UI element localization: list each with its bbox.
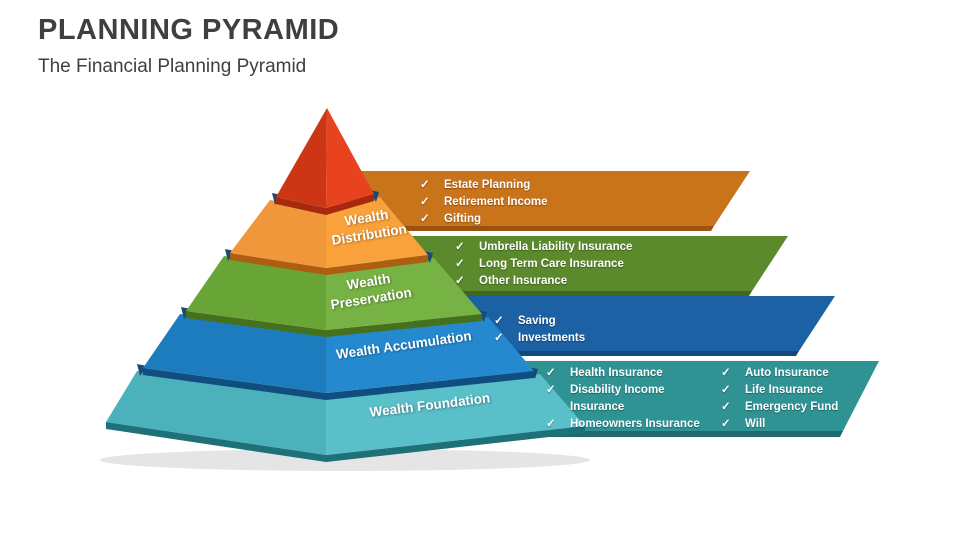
check-icon: ✓ [546, 367, 556, 379]
check-icon: ✓ [420, 213, 430, 225]
list-item: ✓ Disability Income Insurance [546, 382, 720, 416]
list-item: ✓ Retirement Income [420, 194, 548, 211]
level-preservation-bottom-bevel [186, 311, 482, 337]
check-icon: ✓ [721, 367, 731, 379]
level-foundation-front-face [326, 374, 585, 455]
list-item-label: Auto Insurance [745, 367, 829, 379]
list-item-label: Long Term Care Insurance [479, 258, 624, 270]
list-item-label: Estate Planning [444, 179, 531, 191]
list-item-label: Umbrella Liability Insurance [479, 241, 633, 253]
list-item: ✓ Will [721, 416, 838, 433]
pyramid-level-accumulation [143, 314, 534, 400]
list-item-label: Investments [518, 332, 586, 344]
list-item-label: Life Insurance [745, 384, 823, 396]
check-icon: ✓ [420, 196, 430, 208]
level-accumulation-front-face [326, 317, 534, 393]
list-item: ✓ Estate Planning [420, 177, 548, 194]
level-distribution-bottom-bevel [230, 253, 428, 275]
list-item-label: Homeowners Insurance [570, 418, 700, 430]
list-item: ✓ Other Insurance [455, 273, 632, 290]
check-icon: ✓ [721, 384, 731, 396]
banner-distribution [350, 171, 750, 231]
list-item-label: Saving [518, 315, 556, 327]
list-item-label: Other Insurance [479, 275, 568, 287]
check-icon: ✓ [494, 315, 504, 327]
check-icon: ✓ [721, 418, 731, 430]
banner-list-preservation: ✓ Umbrella Liability Insurance ✓ Long Te… [455, 239, 632, 290]
banner-preservation [385, 236, 788, 296]
banner-accumulation-shape [415, 296, 835, 351]
cap-bottom-bevel [276, 194, 374, 215]
list-item: ✓ Saving [494, 313, 585, 330]
check-icon: ✓ [546, 418, 556, 430]
list-item: ✓ Investments [494, 330, 585, 347]
slide-header: PLANNING PYRAMID The Financial Planning … [38, 14, 339, 78]
check-icon: ✓ [494, 332, 504, 344]
level-foundation-bottom-bevel [106, 422, 585, 462]
banner-preservation-bevel [385, 291, 752, 296]
check-icon: ✓ [455, 275, 465, 287]
list-item: ✓ Health Insurance [546, 365, 720, 382]
check-icon: ✓ [546, 384, 556, 396]
list-item-label: Disability Income Insurance [570, 384, 665, 413]
list-item-label: Will [745, 418, 766, 430]
level-preservation-left-face [186, 256, 326, 330]
level-accumulation-bottom-bevel [143, 368, 534, 400]
banner-list-foundation-right: ✓ Auto Insurance ✓ Life Insurance ✓ Emer… [721, 365, 838, 433]
check-icon: ✓ [455, 258, 465, 270]
list-item-label: Emergency Fund [745, 401, 839, 413]
page-subtitle: The Financial Planning Pyramid [38, 56, 307, 77]
banner-distribution-bevel [350, 226, 714, 231]
banner-preservation-shape [385, 236, 788, 291]
list-item: ✓ Long Term Care Insurance [455, 256, 632, 273]
pyramid-level-distribution [230, 197, 428, 275]
list-item: ✓ Emergency Fund [721, 399, 838, 416]
level-preservation-front-face [326, 258, 482, 330]
level-accumulation-left-face [143, 314, 326, 393]
banner-list-accumulation: ✓ Saving ✓ Investments [494, 313, 585, 347]
list-item: ✓ Life Insurance [721, 382, 838, 399]
pyramid-cap [276, 108, 374, 215]
page-title: PLANNING PYRAMID [38, 14, 340, 46]
cap-front-face [326, 108, 374, 208]
list-item-label: Gifting [444, 213, 482, 225]
list-item: ✓ Auto Insurance [721, 365, 838, 382]
level-distribution-front-face [326, 197, 428, 268]
pyramid-level-preservation [186, 256, 482, 337]
list-item-label: Retirement Income [444, 196, 548, 208]
cap-left-face [276, 108, 327, 208]
pyramid-shadow [100, 449, 590, 471]
check-icon: ✓ [721, 401, 731, 413]
list-item: ✓ Gifting [420, 211, 548, 228]
check-icon: ✓ [455, 241, 465, 253]
list-item-label: Health Insurance [570, 367, 663, 379]
list-item: ✓ Homeowners Insurance [546, 416, 720, 433]
banner-distribution-shape [350, 171, 750, 226]
banner-list-foundation-left: ✓ Health Insurance ✓ Disability Income I… [546, 365, 720, 433]
level-distribution-left-face [230, 200, 326, 268]
banner-list-distribution: ✓ Estate Planning ✓ Retirement Income ✓ … [420, 177, 548, 228]
check-icon: ✓ [420, 179, 430, 191]
list-item: ✓ Umbrella Liability Insurance [455, 239, 632, 256]
